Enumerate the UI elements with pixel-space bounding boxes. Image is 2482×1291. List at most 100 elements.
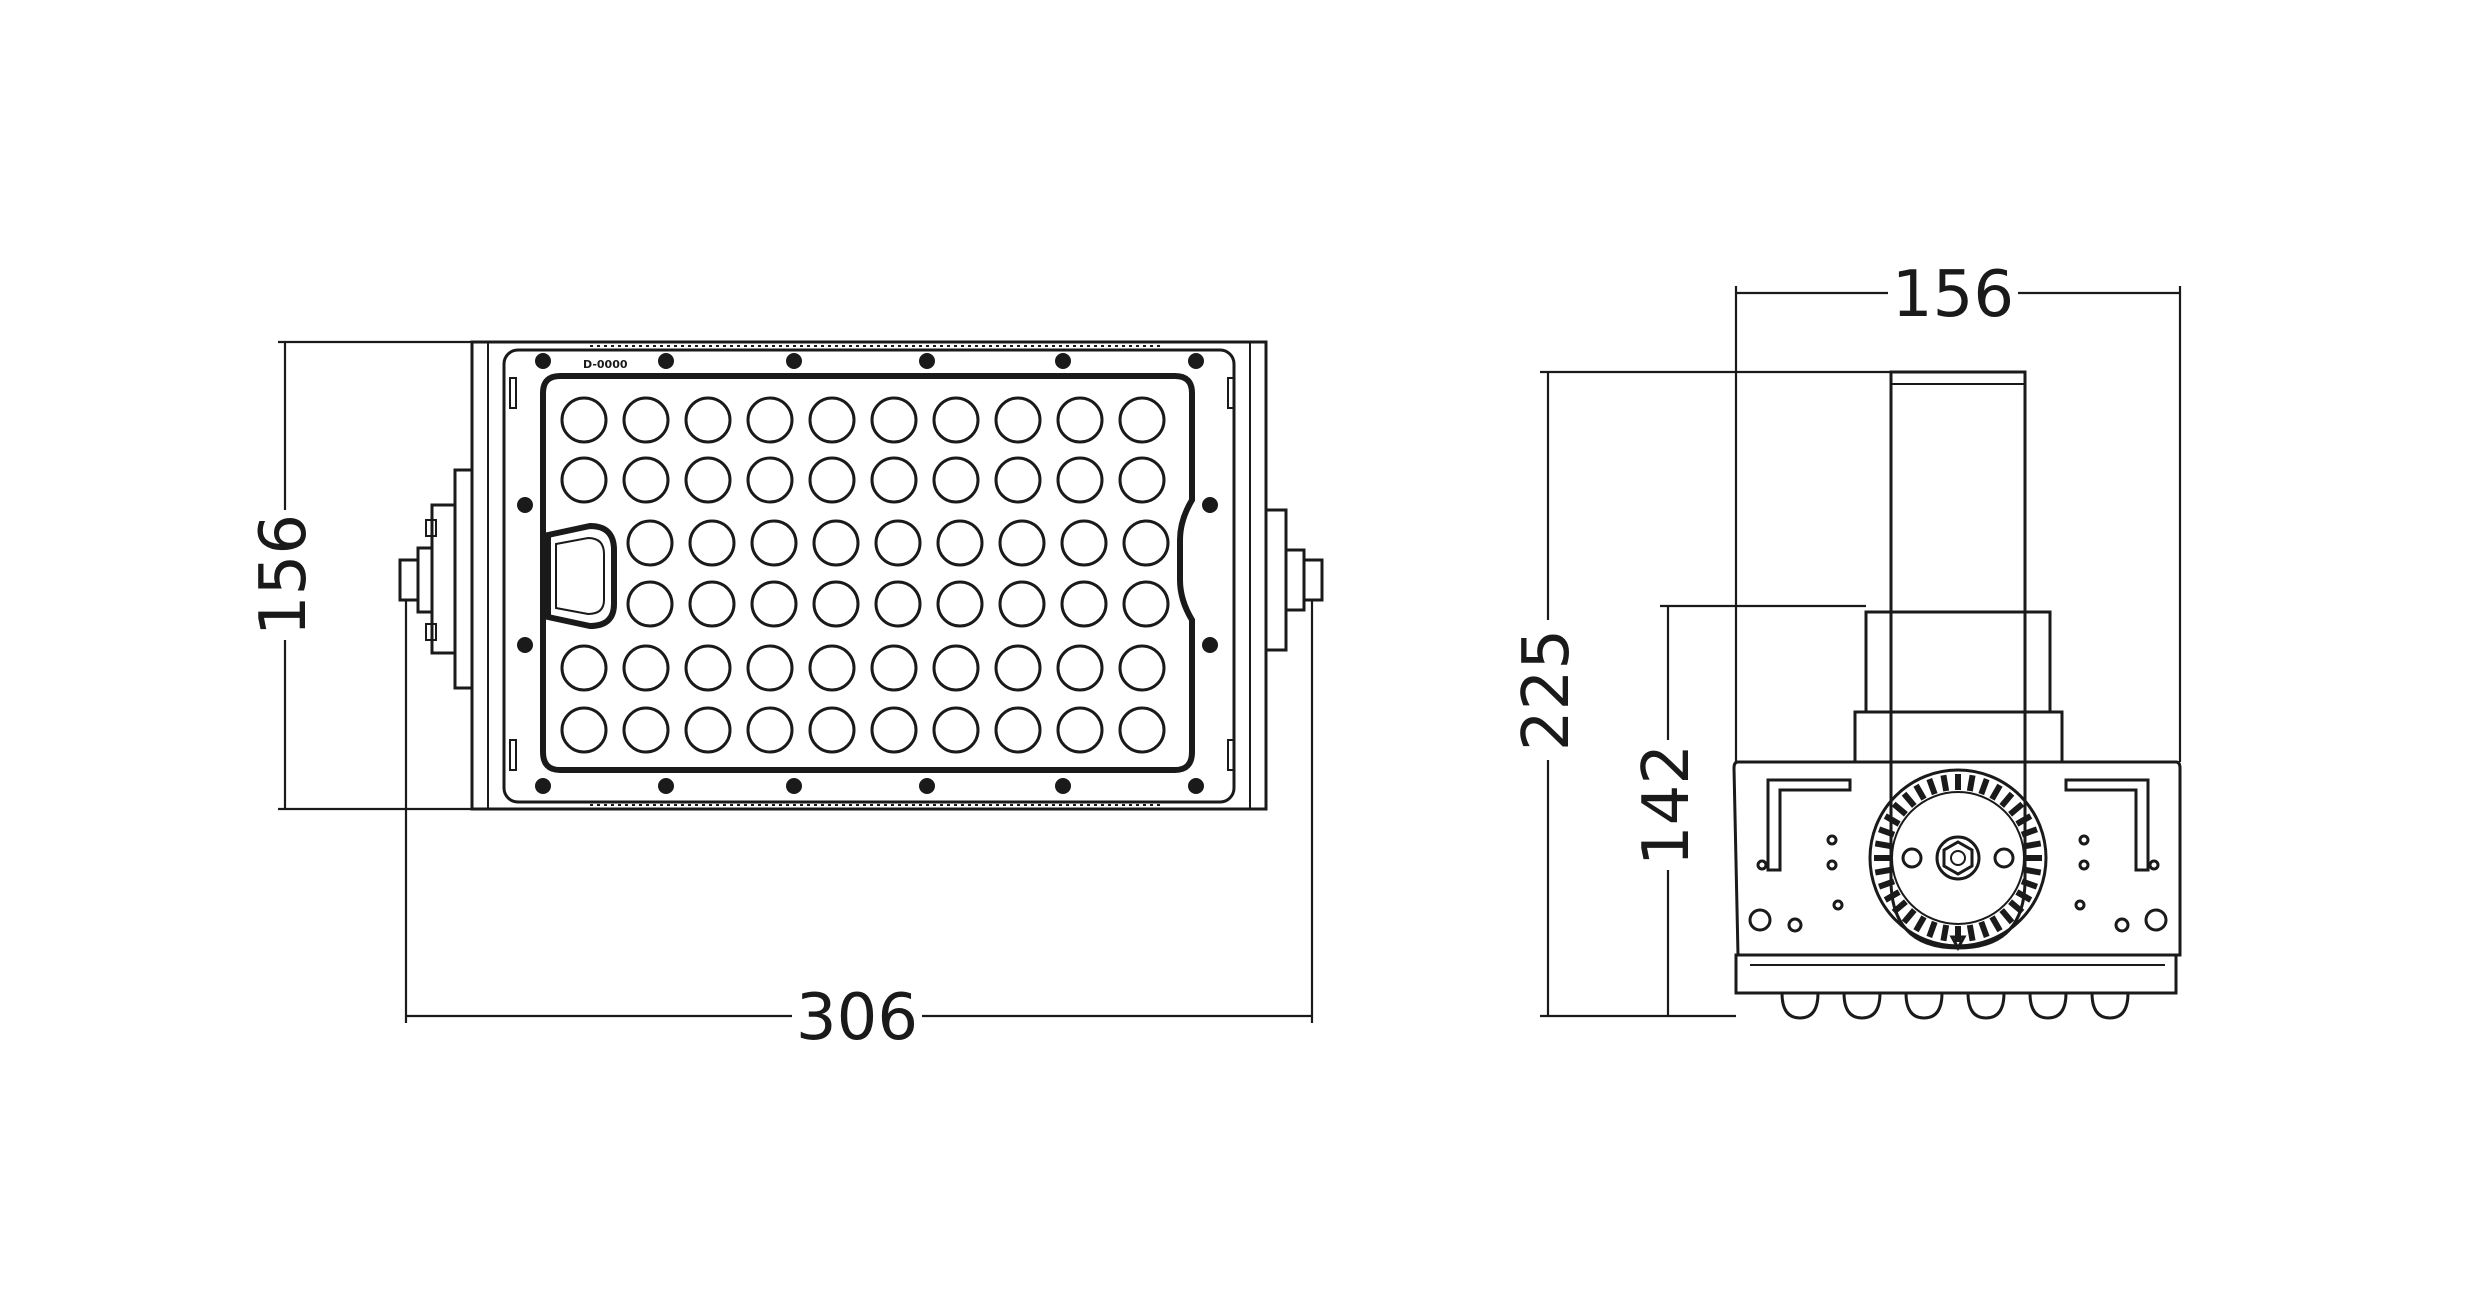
scale-tick	[1874, 866, 1892, 876]
led-lens	[994, 456, 1042, 504]
led-lens	[1122, 519, 1170, 567]
scale-tick	[2015, 813, 2033, 827]
scale-tick	[1878, 826, 1896, 838]
led-lens	[1118, 396, 1166, 444]
screw	[1202, 637, 1218, 653]
scale-tick	[2015, 889, 2033, 903]
led-lens	[750, 519, 798, 567]
scale-tick	[1913, 783, 1927, 801]
led-lens	[808, 644, 856, 692]
screw	[517, 637, 533, 653]
lens-bump	[2028, 992, 2068, 1020]
left-connector	[398, 468, 474, 690]
lens-bump	[1780, 992, 1820, 1020]
led-lens	[626, 580, 674, 628]
screw	[535, 778, 551, 794]
side-body	[1732, 760, 2182, 957]
scale-tick	[1940, 924, 1950, 942]
screw	[1055, 353, 1071, 369]
scale-tick	[2020, 878, 2038, 890]
front-height-label: 156	[247, 514, 321, 636]
led-lens	[622, 644, 670, 692]
scale-tick	[2008, 801, 2025, 817]
led-lens	[626, 519, 674, 567]
scale-tick	[1874, 840, 1892, 850]
scale-tick	[1891, 899, 1908, 915]
mount-hole	[1832, 899, 1844, 911]
led-lens	[1056, 706, 1104, 754]
side-view	[1732, 370, 2182, 1020]
led-lens	[998, 519, 1046, 567]
led-lens	[808, 706, 856, 754]
frame-tab	[1227, 739, 1235, 771]
screw	[786, 353, 802, 369]
scale-tick	[1901, 908, 1917, 925]
scale-tick	[1966, 774, 1976, 792]
led-lens	[998, 580, 1046, 628]
led-lens	[1118, 644, 1166, 692]
led-lens	[808, 396, 856, 444]
scale-tick	[1883, 889, 1901, 903]
lens-row	[1780, 992, 2130, 1020]
led-board	[540, 373, 1195, 773]
scale-tick	[1926, 920, 1938, 938]
led-lens	[932, 456, 980, 504]
base-plate	[1734, 953, 2178, 995]
led-lens	[1118, 706, 1166, 754]
led-lens	[1060, 519, 1108, 567]
tilt-disc	[1868, 768, 2048, 948]
led-array	[560, 396, 1170, 754]
pivot-bolt	[1935, 835, 1981, 881]
mount-hole	[1787, 917, 1803, 933]
body-height-dimension: 142	[1630, 604, 1866, 1016]
side-width-dimension: 156	[1734, 258, 2182, 762]
led-lens	[560, 456, 608, 504]
lens-bump	[1842, 992, 1882, 1020]
led-lens	[936, 580, 984, 628]
scale-tick	[2024, 840, 2042, 850]
led-lens	[684, 396, 732, 444]
scale-tick	[1878, 878, 1896, 890]
led-lens	[560, 644, 608, 692]
scale-tick	[1891, 801, 1908, 817]
led-lens	[750, 580, 798, 628]
led-lens	[560, 706, 608, 754]
led-lens	[1118, 456, 1166, 504]
led-lens	[688, 519, 736, 567]
body-height-label: 142	[1630, 744, 1704, 866]
scale-tick	[1883, 813, 1901, 827]
led-lens	[1122, 580, 1170, 628]
front-frame	[502, 348, 1236, 804]
led-lens	[870, 644, 918, 692]
scale-tick	[2024, 866, 2042, 876]
led-lens	[688, 580, 736, 628]
led-lens	[932, 644, 980, 692]
mount-hole	[2114, 917, 2130, 933]
scale-tick	[2008, 899, 2025, 915]
overall-height-label: 225	[1510, 629, 1584, 751]
led-lens	[932, 706, 980, 754]
led-lens	[1056, 644, 1104, 692]
led-lens	[746, 644, 794, 692]
scale-tick	[1999, 791, 2015, 808]
led-lens	[874, 580, 922, 628]
front-height-dimension: 156	[247, 340, 472, 811]
right-slot	[2064, 778, 2150, 872]
lens-bump	[1966, 992, 2006, 1020]
mount-hole	[2078, 834, 2090, 846]
led-lens	[874, 519, 922, 567]
mounting-arm	[1889, 370, 2027, 950]
led-lens	[994, 644, 1042, 692]
front-housing	[470, 340, 1268, 811]
front-width-dimension: 306	[404, 600, 1314, 1055]
mount-hole	[2074, 899, 2086, 911]
plate-marking: D-0000	[583, 358, 628, 371]
tilt-pointer	[1949, 935, 1967, 952]
led-lens	[1056, 456, 1104, 504]
screw	[919, 778, 935, 794]
led-lens	[870, 706, 918, 754]
overall-height-dimension: 225	[1510, 370, 1891, 1018]
scale-tick	[1966, 924, 1976, 942]
mount-hole	[2144, 908, 2168, 932]
mount-hole	[1826, 834, 1838, 846]
